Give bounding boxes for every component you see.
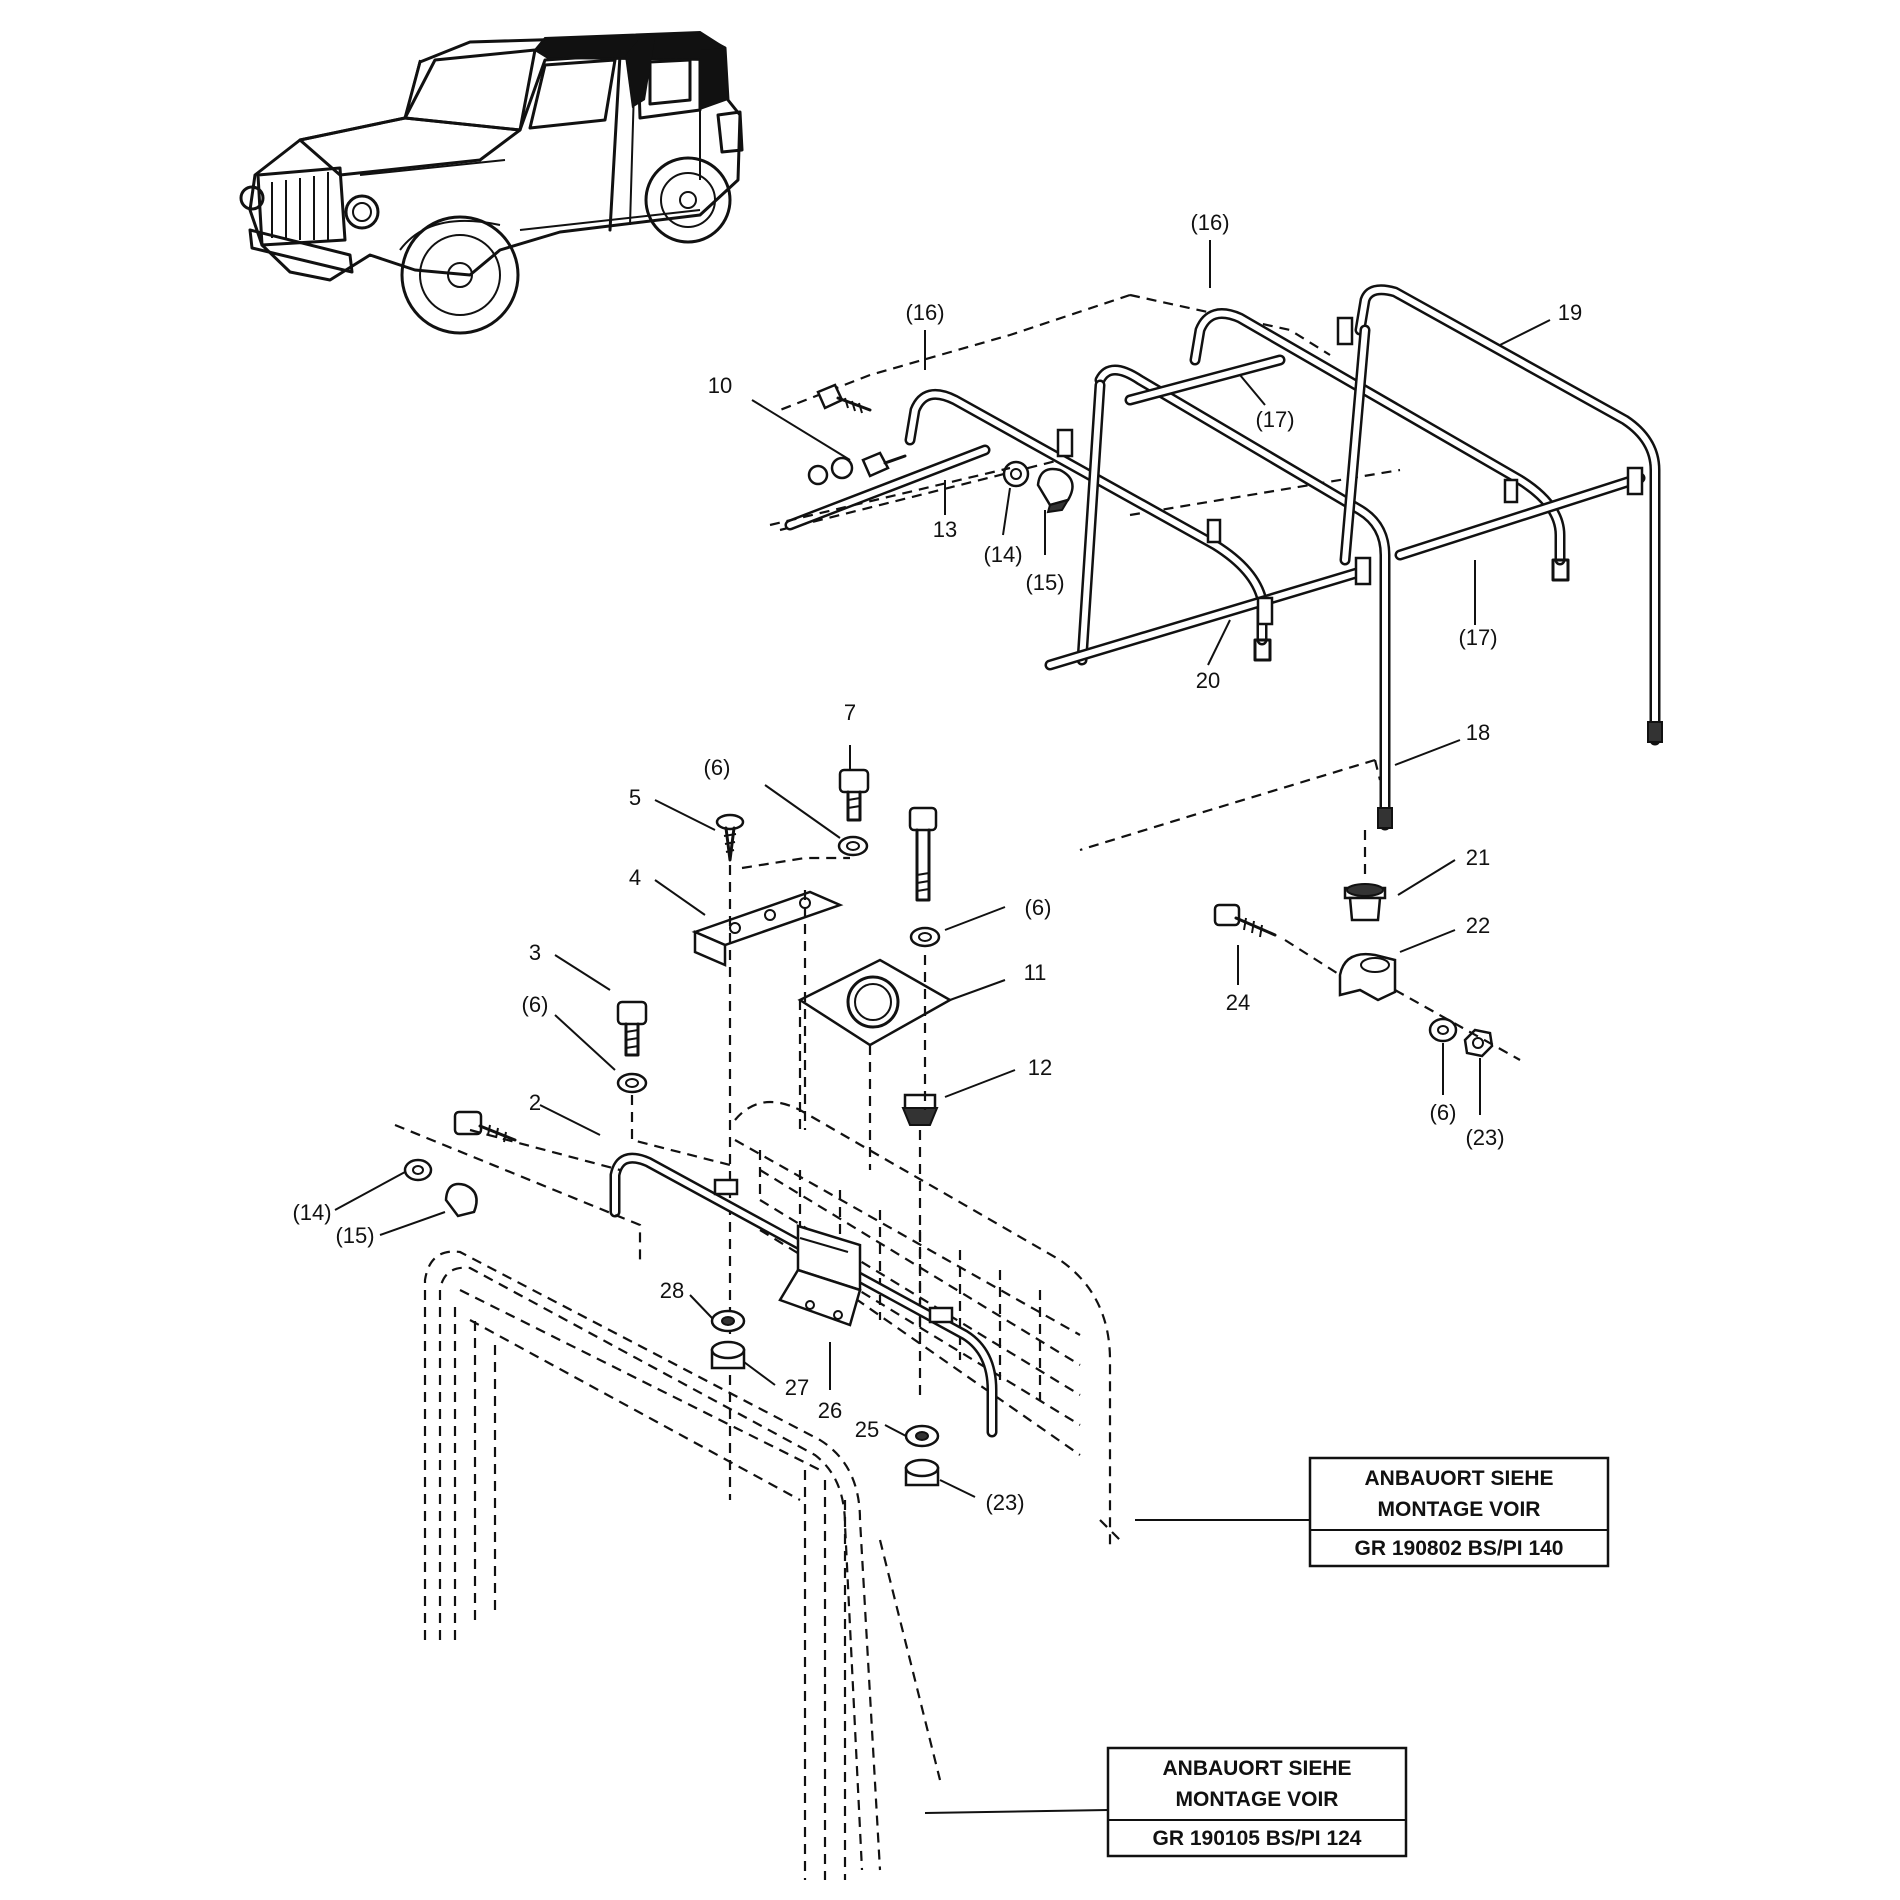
callout-16b: (16): [905, 300, 944, 325]
callout-25: 25: [855, 1417, 879, 1442]
callout-20: 20: [1196, 668, 1220, 693]
hardware-right: [1213, 830, 1521, 1061]
callout-16a: (16): [1190, 210, 1229, 235]
callout-7: 7: [844, 700, 856, 725]
callout-14b: (14): [292, 1200, 331, 1225]
vehicle-illustration: [239, 30, 744, 335]
callout-15a: (15): [1025, 570, 1064, 595]
hardware-upper: [769, 383, 1074, 527]
callout-28: 28: [660, 1278, 684, 1303]
ref-box-2-line1: ANBAUORT SIEHE: [1162, 1757, 1351, 1780]
callout-18: 18: [1466, 720, 1490, 745]
callout-24: 24: [1226, 990, 1250, 1015]
ref-box-1-line2: MONTAGE VOIR: [1378, 1498, 1541, 1521]
callout-6d: (6): [1430, 1100, 1457, 1125]
callout-23a: (23): [1465, 1125, 1504, 1150]
callout-17b: (17): [1458, 625, 1497, 650]
callout-14a: (14): [983, 542, 1022, 567]
callout-11: 11: [1024, 960, 1047, 985]
callout-6a: (6): [704, 755, 731, 780]
callout-labels: (16) (16) 19 10 (17) 13 (14) (15) (17) 2…: [292, 210, 1582, 1515]
ref-box-2-line2: MONTAGE VOIR: [1176, 1788, 1339, 1811]
callout-3: 3: [529, 940, 541, 965]
roll-cage-assembly: [779, 284, 1663, 852]
callout-4: 4: [629, 865, 641, 890]
callout-17a: (17): [1255, 407, 1294, 432]
callout-5: 5: [629, 785, 641, 810]
callout-23b: (23): [985, 1490, 1024, 1515]
reference-box-1: ANBAUORT SIEHE MONTAGE VOIR GR 190802 BS…: [1308, 1456, 1610, 1568]
callout-6b: (6): [1025, 895, 1052, 920]
callout-19: 19: [1558, 300, 1582, 325]
callout-15b: (15): [335, 1223, 374, 1248]
callout-26: 26: [818, 1398, 842, 1423]
callout-6c: (6): [522, 992, 549, 1017]
callout-13: 13: [933, 517, 957, 542]
ref-box-1-line3: GR 190802 BS/PI 140: [1355, 1537, 1564, 1560]
ref-box-2-line3: GR 190105 BS/PI 124: [1153, 1827, 1362, 1850]
callout-21: 21: [1466, 845, 1490, 870]
callout-22: 22: [1466, 913, 1490, 938]
callout-27: 27: [785, 1375, 809, 1400]
callout-12: 12: [1028, 1055, 1052, 1080]
ref-box-1-line1: ANBAUORT SIEHE: [1364, 1467, 1553, 1490]
leader-lines: [334, 240, 1551, 1814]
reference-box-2: ANBAUORT SIEHE MONTAGE VOIR GR 190105 BS…: [1106, 1746, 1408, 1858]
windshield-frame-assembly: [394, 1100, 1121, 1880]
callout-2: 2: [529, 1090, 541, 1115]
callout-10: 10: [708, 373, 732, 398]
